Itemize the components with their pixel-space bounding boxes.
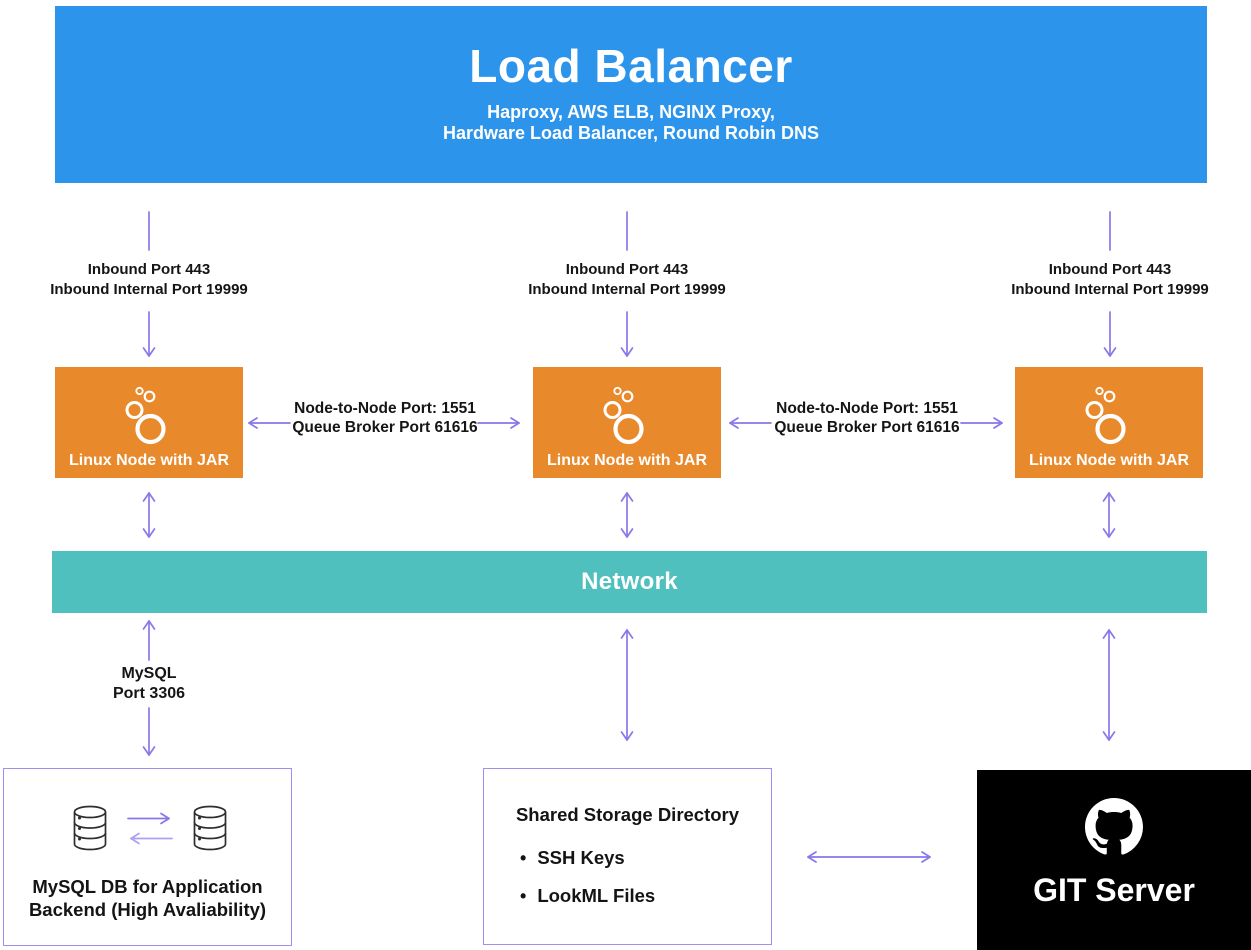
inbound-ports-label: Inbound Port 443 Inbound Internal Port 1… bbox=[528, 261, 726, 298]
inbound-ports-label: Inbound Port 443 Inbound Internal Port 1… bbox=[1011, 261, 1209, 298]
connector-line bbox=[626, 211, 628, 251]
linux-node-label: Linux Node with JAR bbox=[547, 452, 707, 469]
replication-right-arrow-icon bbox=[127, 812, 170, 825]
shared-storage-item: • LookML Files bbox=[520, 885, 655, 907]
inbound-ports-label: Inbound Port 443 Inbound Internal Port 1… bbox=[50, 261, 248, 298]
node-link-label: Node-to-Node Port: 1551 Queue Broker Por… bbox=[292, 400, 478, 436]
shared-storage-title: Shared Storage Directory bbox=[515, 804, 740, 825]
git-server-box: GIT Server bbox=[977, 770, 1251, 950]
connector-line bbox=[1109, 211, 1111, 251]
bullet-icon: • bbox=[520, 886, 527, 906]
git-server-label: GIT Server bbox=[1033, 872, 1195, 908]
load-balancer-subtitle-line2: Hardware Load Balancer, Round Robin DNS bbox=[442, 123, 820, 143]
linux-node-label: Linux Node with JAR bbox=[1029, 452, 1189, 469]
arrow-down-icon bbox=[1103, 311, 1117, 357]
github-icon bbox=[1085, 798, 1143, 855]
looker-icon bbox=[1085, 386, 1126, 445]
mysql-port-label: MySQL Port 3306 bbox=[112, 665, 186, 702]
network-label: Network bbox=[581, 568, 678, 595]
database-icon bbox=[73, 805, 107, 851]
arrow-updown-icon bbox=[1102, 629, 1116, 741]
storage-git-arrow-icon bbox=[807, 851, 931, 863]
load-balancer-title: Load Balancer bbox=[469, 40, 793, 92]
arrow-updown-icon bbox=[620, 492, 634, 538]
shared-storage-item-label: LookML Files bbox=[537, 885, 656, 906]
node-link-left-arrow-icon bbox=[248, 417, 291, 429]
replication-left-arrow-icon bbox=[130, 832, 173, 845]
arrow-down-icon bbox=[142, 707, 156, 756]
linux-node-box-3: Linux Node with JAR bbox=[1015, 367, 1203, 478]
database-icon bbox=[193, 805, 227, 851]
shared-storage-item-label: SSH Keys bbox=[537, 847, 625, 868]
mysql-db-label: MySQL DB for Application Backend (High A… bbox=[28, 876, 267, 920]
arrow-down-icon bbox=[142, 311, 156, 357]
node-link-right-arrow-icon bbox=[477, 417, 520, 429]
arrow-updown-icon bbox=[1102, 492, 1116, 538]
linux-node-box-1: Linux Node with JAR bbox=[55, 367, 243, 478]
shared-storage-box: Shared Storage Directory • SSH Keys • Lo… bbox=[483, 768, 772, 945]
node-link-label: Node-to-Node Port: 1551 Queue Broker Por… bbox=[774, 400, 960, 436]
arrow-updown-icon bbox=[620, 629, 634, 741]
arrow-down-icon bbox=[620, 311, 634, 357]
arrow-up-icon bbox=[142, 620, 156, 661]
node-link-left-arrow-icon bbox=[729, 417, 772, 429]
linux-node-label: Linux Node with JAR bbox=[69, 452, 229, 469]
arrow-updown-icon bbox=[142, 492, 156, 538]
load-balancer-box: Load Balancer Haproxy, AWS ELB, NGINX Pr… bbox=[55, 6, 1207, 183]
mysql-db-box: MySQL DB for Application Backend (High A… bbox=[3, 768, 292, 946]
network-bar: Network bbox=[52, 551, 1207, 613]
looker-icon bbox=[603, 386, 644, 445]
load-balancer-subtitle-line1: Haproxy, AWS ELB, NGINX Proxy, bbox=[487, 102, 775, 122]
node-link-right-arrow-icon bbox=[960, 417, 1003, 429]
shared-storage-item: • SSH Keys bbox=[520, 847, 625, 869]
bullet-icon: • bbox=[520, 848, 527, 868]
connector-line bbox=[148, 211, 150, 251]
linux-node-box-2: Linux Node with JAR bbox=[533, 367, 721, 478]
looker-icon bbox=[125, 386, 166, 445]
load-balancer-subtitle: Haproxy, AWS ELB, NGINX Proxy, Hardware … bbox=[55, 102, 1207, 144]
